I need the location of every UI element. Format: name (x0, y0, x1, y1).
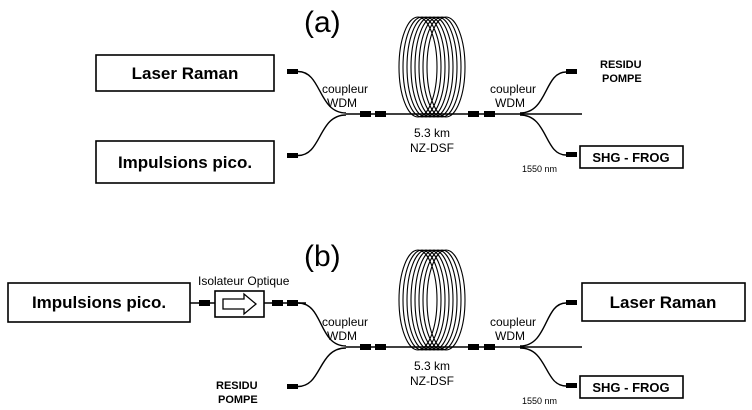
fiber-coil (398, 16, 466, 118)
left-coupler-label-1: coupleur (322, 82, 368, 96)
fiber-coil (398, 249, 466, 351)
pico-pulse-label: Impulsions pico. (32, 293, 166, 312)
fiber-line (519, 302, 567, 347)
left-coupler-label-2: WDM (327, 96, 357, 110)
shg-frog-box: SHG - FROG (579, 145, 684, 169)
fiber-length-label: 5.3 km (414, 126, 450, 140)
right-coupler-label-1: coupleur (490, 82, 536, 96)
connector (468, 344, 479, 350)
connector (375, 344, 386, 350)
connector (287, 153, 298, 158)
connector (360, 111, 371, 117)
fiber-line (297, 302, 347, 347)
right-coupler-label-1: coupleur (490, 315, 536, 329)
wavelength-label: 1550 nm (522, 396, 557, 406)
left-coupler-label-2: WDM (327, 329, 357, 343)
connector (272, 300, 283, 306)
pump-residue-label-2: POMPE (602, 73, 642, 85)
connector (468, 111, 479, 117)
pump-residue-label-1: RESIDU (216, 380, 258, 392)
connector (287, 69, 298, 74)
laser-raman-label: Laser Raman (132, 64, 239, 83)
connector (375, 111, 386, 117)
connector (199, 300, 210, 306)
fiber-type-label: NZ-DSF (410, 141, 454, 155)
laser-raman-label: Laser Raman (610, 293, 717, 312)
right-coupler-label-2: WDM (495, 96, 525, 110)
connector (484, 111, 495, 117)
optical-isolator (214, 290, 265, 318)
fiber-line (297, 114, 347, 157)
fiber-line (297, 70, 347, 114)
wavelength-label: 1550 nm (522, 164, 557, 174)
panel-b: (b) Impulsions pico. Isolateur Optique c… (7, 240, 746, 406)
fiber-line (519, 114, 567, 156)
pump-residue-label-1: RESIDU (600, 59, 642, 71)
fiber-line (297, 347, 347, 388)
pico-pulse-source-box: Impulsions pico. (7, 282, 191, 323)
connector (566, 383, 577, 388)
connector (287, 384, 298, 389)
pico-pulse-source-box: Impulsions pico. (95, 140, 275, 184)
fiber-line (519, 71, 567, 114)
panel-a-label: (a) (304, 6, 341, 39)
shg-frog-label: SHG - FROG (592, 150, 669, 165)
connector (566, 300, 577, 305)
laser-raman-output-box: Laser Raman (581, 282, 746, 322)
panel-b-label: (b) (304, 240, 341, 273)
shg-frog-box: SHG - FROG (579, 375, 684, 399)
left-coupler-label-1: coupleur (322, 315, 368, 329)
pump-residue-label-2: POMPE (218, 394, 258, 406)
connector (287, 300, 298, 306)
connector (360, 344, 371, 350)
right-coupler-label-2: WDM (495, 329, 525, 343)
isolator-label: Isolateur Optique (198, 274, 290, 288)
arrow-right-icon (222, 292, 258, 316)
fiber-type-label: NZ-DSF (410, 374, 454, 388)
panel-a: (a) Laser Raman Impulsions pico. coupleu… (95, 6, 684, 184)
laser-raman-source-box: Laser Raman (95, 54, 275, 92)
pico-pulse-label: Impulsions pico. (118, 153, 252, 172)
fiber-line (519, 347, 567, 387)
connector (566, 69, 577, 74)
connector (566, 152, 577, 157)
connector (484, 344, 495, 350)
fiber-length-label: 5.3 km (414, 359, 450, 373)
shg-frog-label: SHG - FROG (592, 380, 669, 395)
